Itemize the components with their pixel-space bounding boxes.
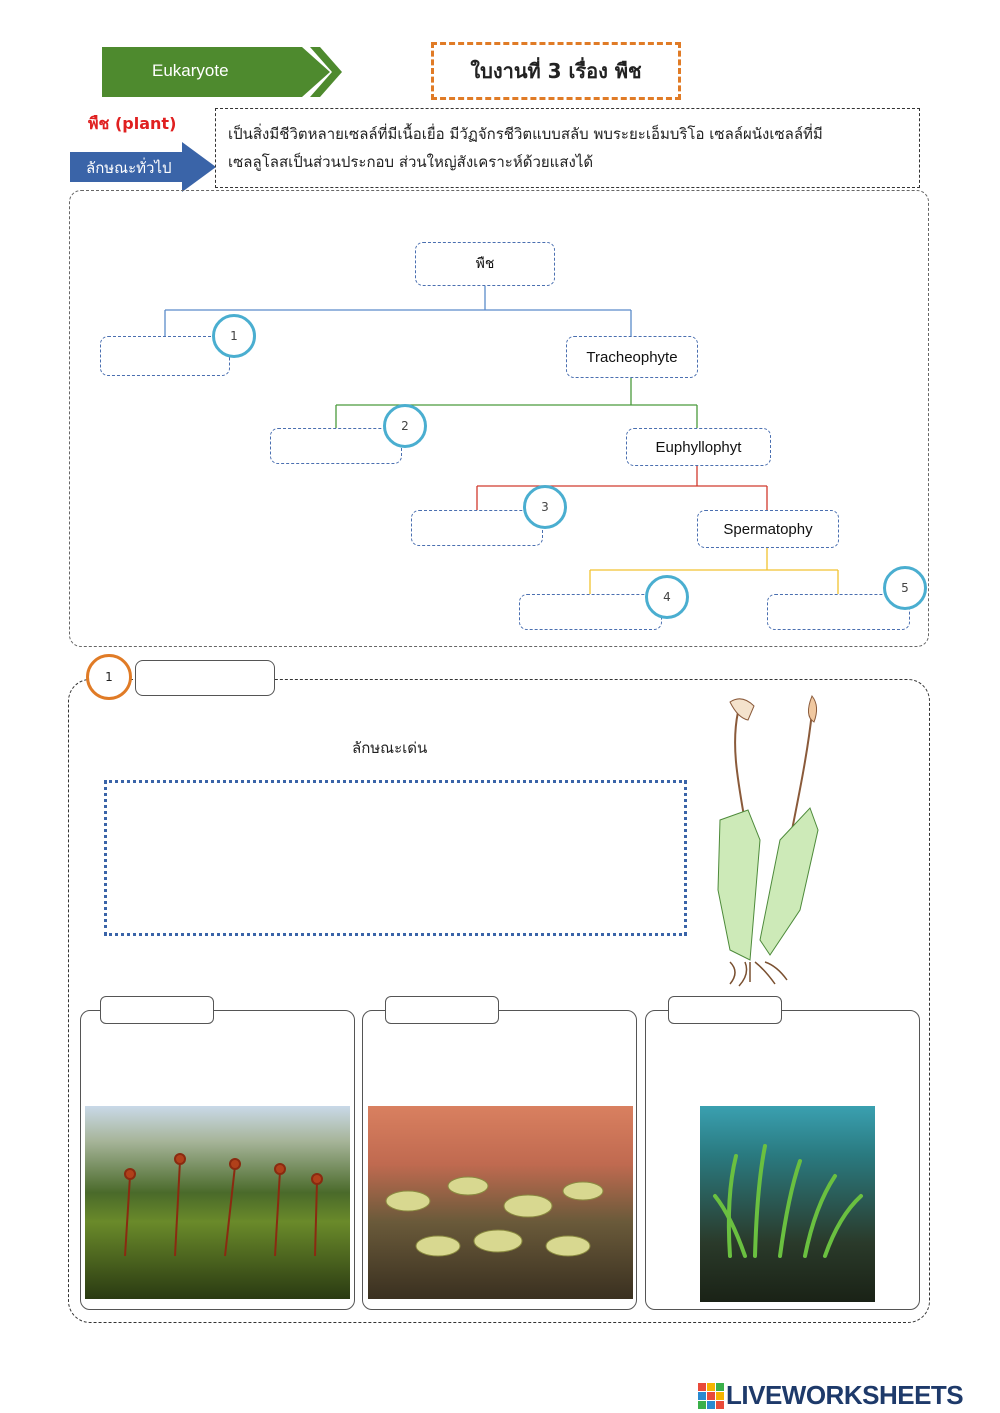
section-1-number: 1 bbox=[105, 670, 113, 684]
eukaryote-label: Eukaryote bbox=[152, 61, 229, 80]
example-card-1 bbox=[80, 1010, 355, 1310]
answer-box-4[interactable] bbox=[519, 594, 662, 630]
general-label: ลักษณะทั่วไป bbox=[86, 159, 172, 177]
moss-photo bbox=[85, 1106, 350, 1299]
marker-5-label: 5 bbox=[901, 581, 909, 595]
tree-node-euphyllophyt: Euphyllophyt bbox=[626, 428, 771, 466]
tree-frame bbox=[69, 190, 929, 647]
example-card-2-name-input[interactable] bbox=[385, 996, 499, 1024]
moss-photo-sporophytes bbox=[124, 1153, 323, 1257]
features-input[interactable] bbox=[104, 780, 687, 936]
eukaryote-tag: Eukaryote bbox=[102, 47, 342, 97]
marker-3: 3 bbox=[523, 485, 567, 529]
worksheet-title-box: ใบงานที่ 3 เรื่อง พืช bbox=[431, 42, 681, 100]
tree-node-tracheophyte: Tracheophyte bbox=[566, 336, 698, 378]
general-characteristics-arrow: ลักษณะทั่วไป bbox=[70, 142, 216, 192]
euphyllophyt-label: Euphyllophyt bbox=[655, 438, 742, 456]
worksheet-title: ใบงานที่ 3 เรื่อง พืช bbox=[470, 59, 642, 83]
section-1-frame bbox=[68, 679, 930, 1323]
marker-4-label: 4 bbox=[663, 590, 671, 604]
section-1-name-input[interactable] bbox=[135, 660, 275, 696]
tree-node-spermatophy: Spermatophy bbox=[697, 510, 839, 548]
moss-illustration bbox=[717, 695, 819, 987]
section-1-number-circle: 1 bbox=[86, 654, 132, 700]
marker-3-label: 3 bbox=[541, 500, 549, 514]
liverwort-photo-umbrellas bbox=[385, 1176, 604, 1257]
marker-1-label: 1 bbox=[230, 329, 238, 343]
tree-node-plant-label: พืช bbox=[475, 256, 495, 272]
spermatophy-label: Spermatophy bbox=[723, 520, 813, 538]
liverwort-photo bbox=[368, 1106, 633, 1299]
marker-2-label: 2 bbox=[401, 419, 409, 433]
example-card-3 bbox=[645, 1010, 920, 1310]
liveworksheets-icon bbox=[698, 1382, 724, 1409]
example-card-3-name-input[interactable] bbox=[668, 996, 782, 1024]
tree-lines bbox=[164, 285, 839, 596]
example-card-1-name-input[interactable] bbox=[100, 996, 214, 1024]
marker-4: 4 bbox=[645, 575, 689, 619]
liveworksheets-brand: LIVEWORKSHEETS bbox=[726, 1380, 964, 1410]
answer-box-2[interactable] bbox=[270, 428, 402, 464]
liveworksheets-logo: LIVEWORKSHEETS bbox=[698, 1380, 964, 1411]
tree-node-plant: พืช bbox=[415, 242, 555, 286]
answer-box-1[interactable] bbox=[100, 336, 230, 376]
example-card-2 bbox=[362, 1010, 637, 1310]
hornwort-photo bbox=[700, 1106, 875, 1302]
marker-2: 2 bbox=[383, 404, 427, 448]
description-line-2: เซลลูโลสเป็นส่วนประกอบ ส่วนใหญ่สังเคราะห… bbox=[228, 153, 594, 171]
marker-1: 1 bbox=[212, 314, 256, 358]
tracheophyte-label: Tracheophyte bbox=[586, 348, 678, 366]
description-line-1: เป็นสิ่งมีชีวิตหลายเซลล์ที่มีเนื้อเยื่อ … bbox=[228, 125, 823, 143]
hornwort-photo-horns bbox=[713, 1144, 863, 1258]
marker-5: 5 bbox=[883, 566, 927, 610]
tag-arrow-shape bbox=[102, 47, 342, 97]
blue-arrow-icon bbox=[70, 142, 216, 192]
features-label: ลักษณะเด่น bbox=[352, 739, 428, 757]
answer-box-3[interactable] bbox=[411, 510, 543, 546]
description-box: เป็นสิ่งมีชีวิตหลายเซลล์ที่มีเนื้อเยื่อ … bbox=[215, 108, 920, 188]
plant-label: พืช (plant) bbox=[88, 114, 177, 133]
